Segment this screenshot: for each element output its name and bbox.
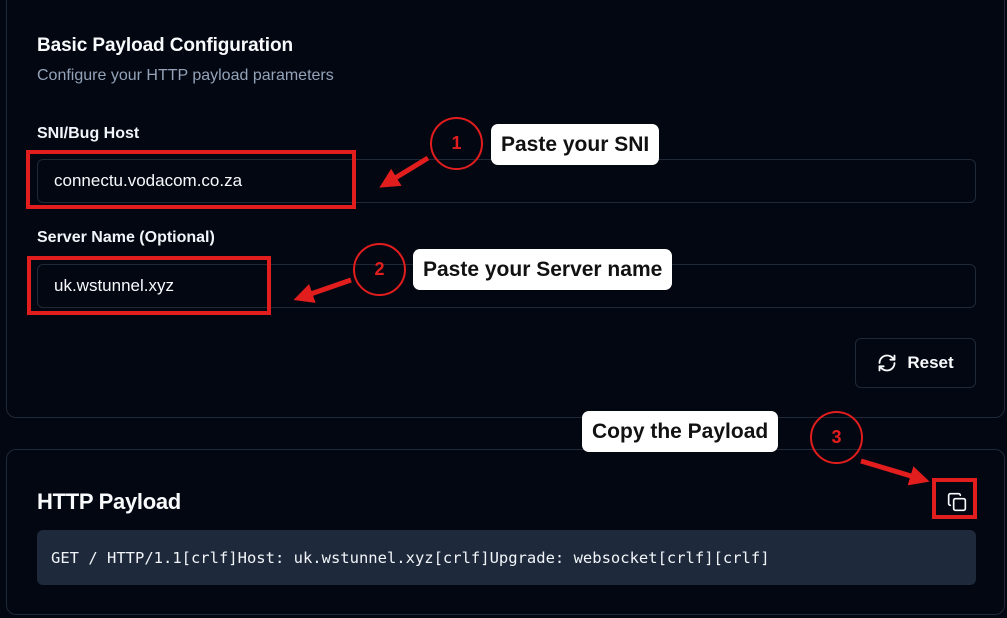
server-name-label: Server Name (Optional)	[37, 229, 215, 246]
step-1-callout: Paste your SNI	[491, 124, 660, 165]
sni-host-input[interactable]	[37, 159, 976, 203]
step-2-callout: Paste your Server name	[413, 249, 673, 290]
refresh-icon	[878, 354, 896, 372]
step-1-badge: 1	[430, 117, 483, 170]
payload-config-card: Basic Payload Configuration Configure yo…	[6, 0, 1005, 418]
step-3-callout: Copy the Payload	[582, 411, 779, 452]
step-2-badge: 2	[353, 243, 406, 296]
config-card-description: Configure your HTTP payload parameters	[37, 67, 334, 84]
copy-icon	[947, 492, 967, 512]
reset-button[interactable]: Reset	[855, 338, 976, 388]
copy-payload-button[interactable]	[942, 488, 972, 516]
step-3-badge: 3	[810, 411, 863, 464]
reset-button-label: Reset	[907, 353, 954, 372]
http-payload-text[interactable]: GET / HTTP/1.1[crlf]Host: uk.wstunnel.xy…	[37, 530, 976, 585]
config-card-title: Basic Payload Configuration	[37, 35, 293, 56]
sni-host-label: SNI/Bug Host	[37, 125, 140, 142]
http-payload-card: HTTP Payload GET / HTTP/1.1[crlf]Host: u…	[6, 449, 1005, 615]
http-payload-title: HTTP Payload	[37, 489, 181, 514]
